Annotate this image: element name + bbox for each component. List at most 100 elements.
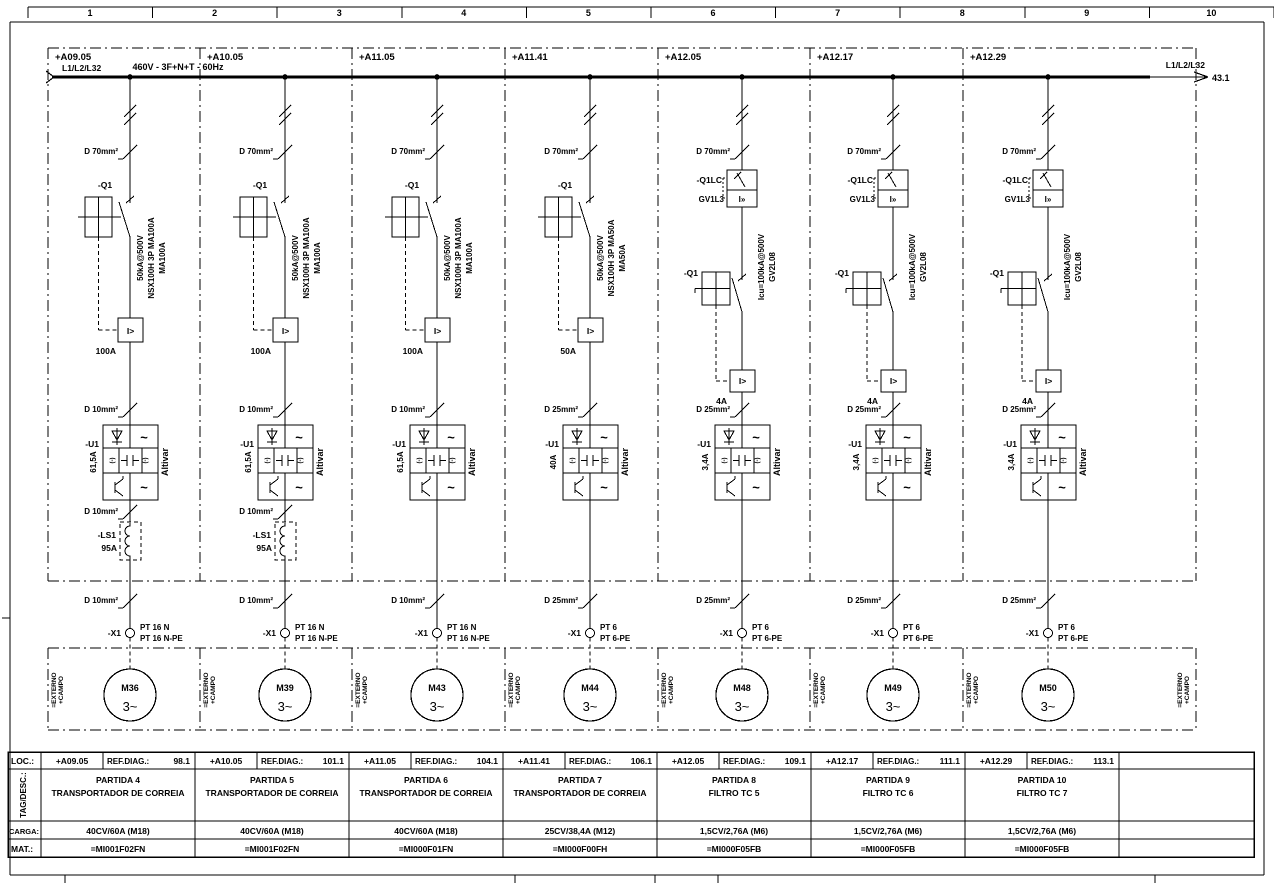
breaker-rating-label: 4A (1022, 396, 1033, 406)
drive-brand-label: Altivar (620, 447, 630, 476)
drive-brand-label: Altivar (1078, 447, 1088, 476)
breaker-spec-label: 50kA@500V (596, 235, 605, 281)
table-loc-cell: +A12.17 (826, 756, 859, 766)
breaker-spec-label: Icu=100kA@500V (757, 233, 766, 300)
rectifier-diode (111, 430, 123, 442)
choke-coil (124, 523, 131, 560)
drive-current-label: 40A (549, 454, 558, 469)
externo-label: =EXTERNO (661, 672, 668, 707)
breaker-tag: -Q1 (558, 180, 572, 190)
table-mat-cell: =MI000F00FH (553, 844, 608, 854)
ruler-number: 7 (835, 8, 840, 18)
cable-break-slash (278, 104, 292, 118)
motor-phase-label: 3~ (583, 699, 598, 714)
motor-name: M49 (884, 683, 902, 693)
terminal-pt-label: PT 6-PE (1058, 634, 1089, 643)
rectifier-diode (571, 430, 583, 442)
table-row-header: LOC.: (11, 756, 34, 766)
gv-trip-label: I» (890, 195, 897, 204)
table-row-header: MAT.: (11, 844, 33, 854)
motor-circle (410, 668, 464, 722)
table-desc-line1: PARTIDA 10 (1018, 775, 1067, 785)
drive-brand-label: Altivar (467, 447, 477, 476)
table-loc-cell: +A12.05 (672, 756, 705, 766)
trip-unit-label: I> (1045, 376, 1052, 386)
motor-circle (715, 668, 769, 722)
campo-label: +CAMPO (820, 676, 827, 704)
terminal-pt-label: PT 6 (903, 623, 920, 632)
breaker-blade (118, 201, 131, 238)
section-label: +A10.05 (207, 52, 244, 63)
cable-slash (582, 402, 598, 418)
terminal-pt-label: PT 6-PE (752, 634, 783, 643)
campo-label: +CAMPO (1184, 676, 1191, 704)
cable-slash (429, 593, 445, 609)
cable-slash (734, 593, 750, 609)
motor-name: M43 (428, 683, 446, 693)
motor-name: M48 (733, 683, 751, 693)
dc-minus-label: (-) (1028, 458, 1034, 464)
cable-slash (122, 144, 138, 160)
gv-breaker-tag: -Q1LC (848, 175, 874, 185)
breaker-blade (425, 201, 438, 238)
table-desc-line1: PARTIDA 6 (404, 775, 448, 785)
gv-breaker-tag: -Q1LC (697, 175, 723, 185)
transistor (574, 478, 584, 486)
table-row-header: TAG/DESC.: (19, 772, 28, 818)
trip-unit-label: I> (127, 326, 134, 336)
table-refdiag-label: REF.DIAG.: (1031, 757, 1073, 766)
cable-size-label: D 25mm² (696, 405, 730, 414)
ac-symbol: ~ (295, 430, 303, 445)
cable-size-label: D 10mm² (391, 405, 425, 414)
cable-size-label: D 25mm² (544, 405, 578, 414)
ruler-number: 1 (87, 8, 92, 18)
table-desc-line2: TRANSPORTADOR DE CORREIA (205, 788, 338, 798)
transistor (114, 489, 124, 497)
dc-minus-label: (-) (722, 458, 728, 464)
table-desc-line2: FILTRO TC 7 (1017, 788, 1068, 798)
cable-slash (582, 144, 598, 160)
table-desc-line2: FILTRO TC 6 (863, 788, 914, 798)
cable-size-label: D 10mm² (391, 596, 425, 605)
table-carga-cell: 1,5CV/2,76A (M6) (700, 826, 768, 836)
cable-break-slash (735, 104, 749, 118)
table-refdiag-value: 101.1 (323, 756, 345, 766)
table-loc-cell: +A11.05 (364, 756, 396, 766)
breaker-rating-label: 4A (716, 396, 727, 406)
transistor (726, 489, 736, 497)
dc-minus-label: (-) (603, 458, 609, 464)
dc-minus-label: (-) (450, 458, 456, 464)
terminal-circle (280, 628, 290, 638)
externo-label: =EXTERNO (966, 672, 973, 707)
breaker-tag: -Q1 (253, 180, 267, 190)
cable-break-slash (886, 112, 900, 126)
transistor (269, 489, 279, 497)
drive-current-label: 61,5A (396, 451, 405, 473)
cable-slash (885, 593, 901, 609)
choke-box (274, 521, 297, 561)
drive-tag: -U1 (240, 439, 254, 449)
motor-phase-label: 3~ (430, 699, 445, 714)
terminal-pt-label: PT 6 (600, 623, 617, 632)
breaker-tag: -Q1 (684, 268, 698, 278)
cable-size-label: D 25mm² (696, 596, 730, 605)
cable-break-slash (123, 112, 137, 126)
gv-trip-label: I» (739, 195, 746, 204)
transistor (421, 478, 431, 486)
cable-size-label: D 10mm² (84, 405, 118, 414)
breaker-tag: -Q1 (98, 180, 112, 190)
breaker-spec-label: NSX100H 3P MA100A (302, 217, 311, 298)
ac-symbol: ~ (447, 430, 455, 445)
drive-tag: -U1 (392, 439, 406, 449)
table-carga-cell: 40CV/60A (M18) (240, 826, 304, 836)
ruler-number: 4 (461, 8, 466, 18)
bus-name-label: L1/L2/L32 (1166, 60, 1205, 70)
cable-size-label: D 10mm² (239, 405, 273, 414)
drive-current-label: 61,5A (89, 451, 98, 473)
gv-model-label: GV1L3 (850, 195, 876, 204)
rectifier-diode (266, 430, 278, 442)
campo-label: +CAMPO (973, 676, 980, 704)
dc-minus-label: (-) (417, 458, 423, 464)
